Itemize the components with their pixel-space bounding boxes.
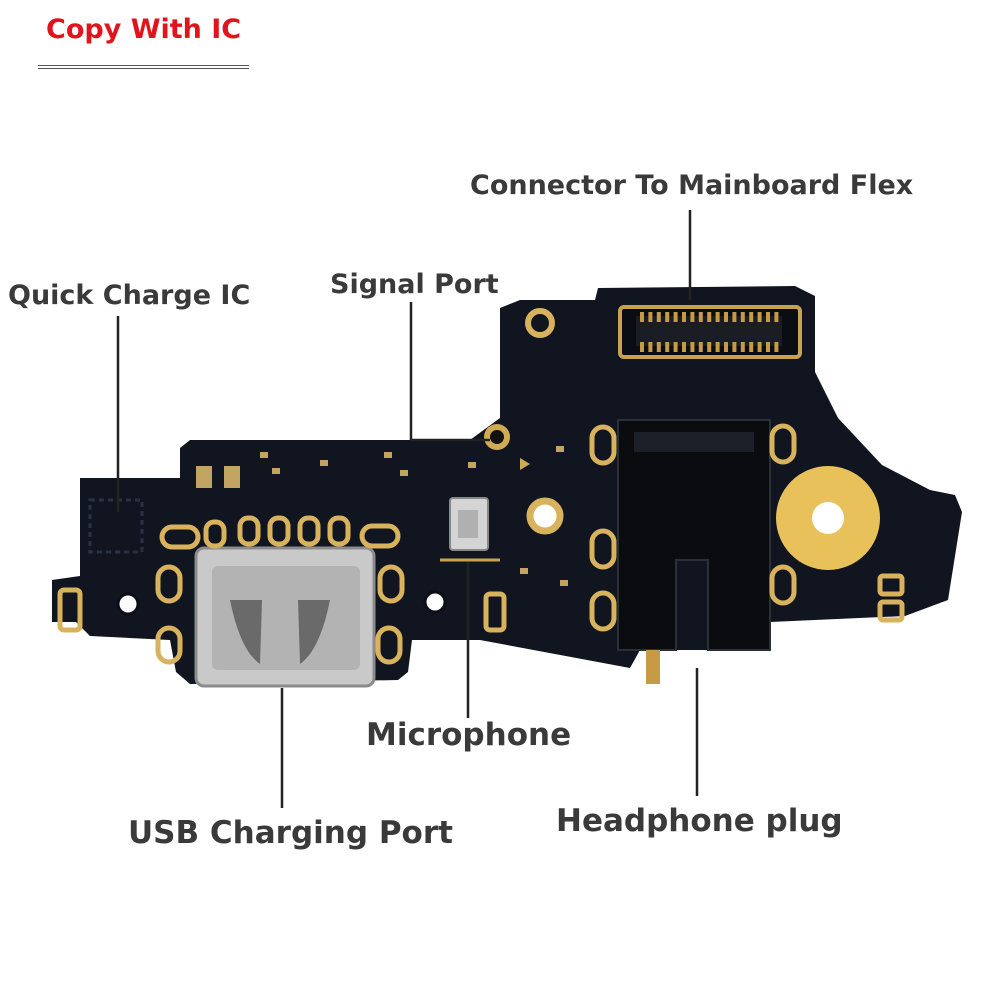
connector-pin [707, 312, 712, 322]
connector-pin [766, 342, 770, 352]
usb-charging-port-label: USB Charging Port [128, 815, 453, 851]
smd-components [196, 446, 568, 586]
connector-pin [774, 342, 779, 352]
copy-with-ic-badge: Copy With IC [38, 10, 250, 70]
connector-pin [673, 312, 678, 322]
connector-pin [682, 342, 686, 352]
connector-pin [665, 342, 670, 352]
headphone-plug-label: Headphone plug [556, 803, 843, 839]
connector-pin [715, 312, 720, 322]
connector-pin [749, 312, 754, 322]
connector-pin [690, 312, 695, 322]
signal-port-label: Signal Port [330, 269, 499, 300]
usb-c-port [194, 546, 376, 688]
microphone-label: Microphone [366, 717, 572, 753]
badge-underline [38, 65, 249, 66]
gold-stiffener-plate [776, 466, 880, 570]
connector-pin [698, 342, 703, 352]
microphone-chip [440, 497, 500, 562]
connector-pin [640, 312, 644, 322]
rf-signal-connector [484, 424, 530, 470]
connector-pin [724, 342, 728, 352]
connector-pin [757, 312, 762, 322]
connector-pin [640, 342, 644, 352]
connector-pin [707, 342, 712, 352]
connector-pin [656, 312, 661, 322]
connector-pin [682, 312, 686, 322]
connector-pin [774, 312, 779, 322]
mount-hole [116, 592, 140, 616]
connector-pin [648, 342, 653, 352]
connector-pin [740, 342, 745, 352]
connector-pin [673, 342, 678, 352]
leader-lines [116, 210, 699, 808]
connector-pin [740, 312, 745, 322]
connector-pin [757, 342, 762, 352]
connector-label: Connector To Mainboard Flex [470, 170, 914, 201]
connector-pin [732, 312, 737, 322]
quick-charge-ic [88, 498, 144, 554]
connector-pin [766, 312, 770, 322]
mount-hole [526, 497, 564, 535]
mount-hole [423, 590, 447, 614]
connector-pin [648, 312, 653, 322]
connector-pin [732, 342, 737, 352]
connector-pin [690, 342, 695, 352]
connector-pin [749, 342, 754, 352]
connector-pin [656, 342, 661, 352]
quick-charge-ic-label: Quick Charge IC [8, 280, 251, 311]
badge-underline-2 [38, 68, 249, 69]
connector-pin [665, 312, 670, 322]
connector-pin [698, 312, 703, 322]
headphone-jack [617, 419, 771, 684]
connector-pin [724, 312, 728, 322]
solder-pads [57, 423, 905, 665]
badge-text: Copy With IC [46, 14, 242, 45]
connector-pin [715, 342, 720, 352]
connector-pins [640, 312, 779, 352]
mount-hole [525, 308, 555, 338]
